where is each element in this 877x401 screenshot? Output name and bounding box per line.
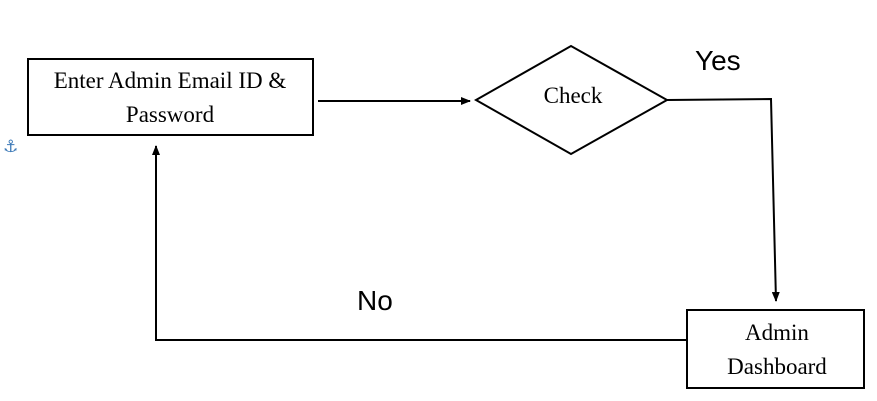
login-node: Enter Admin Email ID & Password <box>27 58 314 136</box>
dashboard-node: Admin Dashboard <box>686 309 865 389</box>
edge-check-to-dashboard <box>666 97 780 302</box>
edge-dashboard-to-login <box>152 145 687 341</box>
edge-yes-label: Yes <box>695 45 741 76</box>
check-node-label: Check <box>544 83 603 108</box>
edge-no-label: No <box>357 285 393 316</box>
dashboard-node-box <box>686 309 865 389</box>
dashboard-node-line-2: Dashboard <box>727 354 827 379</box>
login-node-box <box>27 58 314 136</box>
check-node: Check <box>473 44 670 156</box>
anchor-icon: ⚓ <box>3 137 19 157</box>
dashboard-node-line-1: Admin <box>745 320 809 345</box>
login-node-line-2: Password <box>126 102 215 127</box>
login-node-line-1: Enter Admin Email ID & <box>54 68 287 93</box>
